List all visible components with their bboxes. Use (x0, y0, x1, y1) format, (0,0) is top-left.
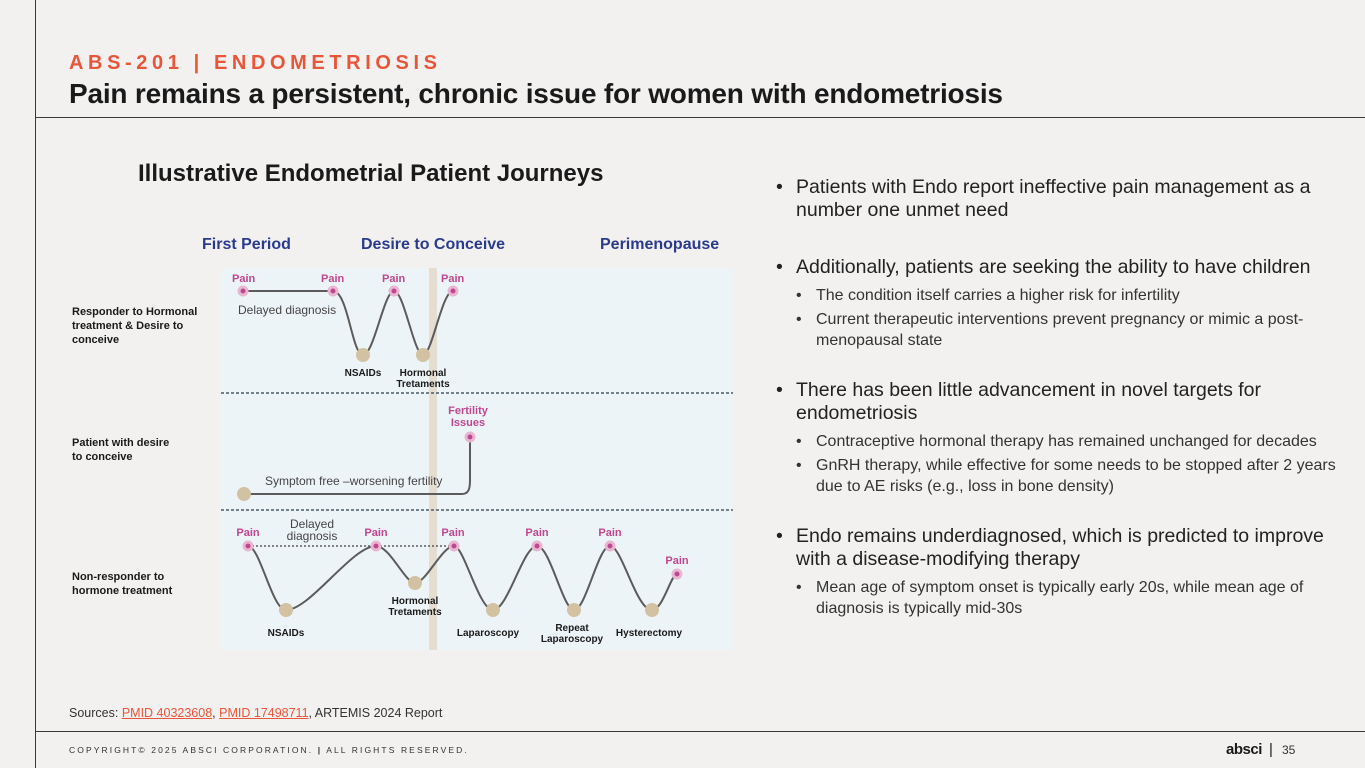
row1-pain-label-1: Pain (232, 273, 256, 285)
row3-treatment-label-hormonal-2: Tretaments (388, 607, 442, 618)
row1-pain-marker-3 (388, 285, 400, 297)
panel-right (437, 268, 733, 650)
row3-treatment-marker-hormonal (408, 576, 422, 590)
row3-treatment-label-hormonal-1: Hormonal (392, 596, 439, 607)
header-divider (35, 117, 1365, 118)
copyright-left: COPYRIGHT© 2025 ABSCI CORPORATION. (69, 745, 314, 755)
left-rule (35, 0, 36, 768)
bullet-children: Additionally, patients are seeking the a… (776, 256, 1351, 279)
page-title: Pain remains a persistent, chronic issue… (69, 78, 1003, 109)
sources-line: Sources: PMID 40323608, PMID 17498711, A… (69, 706, 442, 720)
row1-pain-marker-4 (447, 285, 459, 297)
row3-pain-label-3: Pain (441, 527, 465, 539)
footer-divider (35, 731, 1365, 732)
row3-treatment-label-repeat-2: Laparoscopy (541, 634, 604, 645)
row2-label-line1: Patient with desire (72, 437, 169, 449)
row2-path-label: Symptom free –worsening fertility (265, 474, 442, 488)
sub-bullet-gnrh: GnRH therapy, while effective for some n… (776, 455, 1351, 497)
row1-path-label: Delayed diagnosis (238, 303, 336, 317)
row2-journey-path (245, 437, 471, 495)
row3-pain-label-6: Pain (665, 555, 689, 567)
row3-treatment-label-hysterectomy: Hysterectomy (616, 628, 683, 639)
bullet-children-subs: The condition itself carries a higher ri… (776, 285, 1351, 351)
row1-label-line3: conceive (72, 334, 119, 346)
row3-pain-label-5: Pain (598, 527, 622, 539)
row1-pain-marker-2 (327, 285, 339, 297)
row1-pain-label-4: Pain (441, 273, 465, 285)
row3-pain-label-4: Pain (525, 527, 549, 539)
row3-label-line1: Non-responder to (72, 571, 165, 583)
copyright-notice: COPYRIGHT© 2025 ABSCI CORPORATION. | ALL… (69, 745, 469, 755)
sub-bullet-interventions: Current therapeutic interventions preven… (776, 309, 1351, 351)
row2-label-line2: to conceive (72, 451, 133, 463)
sources-prefix: Sources: (69, 706, 122, 720)
row1-treatment-label-nsaids: NSAIDs (345, 368, 382, 379)
row3-treatment-label-nsaids: NSAIDs (268, 628, 305, 639)
row1-treatment-label-hormonal-2: Tretaments (396, 379, 450, 390)
sources-suffix: , ARTEMIS 2024 Report (308, 706, 443, 720)
row2-start-marker (237, 487, 251, 501)
absci-logo: absci (1226, 741, 1262, 758)
row3-treatment-label-laparoscopy: Laparoscopy (457, 628, 520, 639)
row3-treatment-marker-hysterectomy (645, 603, 659, 617)
bullet-underdiagnosed-subs: Mean age of symptom onset is typically e… (776, 577, 1351, 619)
row2-event-label-1: Fertility (448, 405, 489, 417)
phase-perimenopause: Perimenopause (600, 236, 720, 253)
row3-pain-marker-4 (531, 540, 543, 552)
row3-pain-label-1: Pain (236, 527, 260, 539)
row3-pain-marker-6 (671, 568, 683, 580)
sub-bullet-age-onset: Mean age of symptom onset is typically e… (776, 577, 1351, 619)
row3-treatment-marker-laparoscopy (486, 603, 500, 617)
row1-label-line1: Responder to Hormonal (72, 306, 197, 318)
bullet-unmet-need: Patients with Endo report ineffective pa… (776, 176, 1351, 222)
row2-event-label-2: Issues (451, 417, 485, 429)
row3-treatment-marker-repeat-laparoscopy (567, 603, 581, 617)
phase-desire-to-conceive: Desire to Conceive (361, 236, 506, 253)
row1-treatment-label-hormonal-1: Hormonal (400, 368, 447, 379)
source-link-pmid-40323608[interactable]: PMID 40323608 (121, 706, 213, 720)
row3-pain-marker-3 (448, 540, 460, 552)
sources-separator: , (212, 706, 220, 720)
row2-fertility-marker (464, 431, 476, 443)
row3-label-line2: hormone treatment (72, 585, 173, 597)
row3-path-label-1: Delayed (290, 517, 334, 531)
panel-left (221, 268, 429, 650)
row3-pain-marker-1 (242, 540, 254, 552)
panel-gap (429, 268, 437, 650)
page-number: 35 (1282, 743, 1296, 757)
bullet-underdiagnosed: Endo remains underdiagnosed, which is pr… (776, 525, 1351, 571)
row1-pain-label-2: Pain (321, 273, 345, 285)
copyright-right: ALL RIGHTS RESERVED. (326, 745, 469, 755)
key-points: Patients with Endo report ineffective pa… (776, 176, 1351, 647)
row1-pain-label-3: Pain (382, 273, 406, 285)
footer-separator: | (1269, 741, 1273, 758)
sub-bullet-infertility-risk: The condition itself carries a higher ri… (776, 285, 1351, 306)
row1-treatment-marker-nsaids (356, 348, 370, 362)
source-link-pmid-17498711[interactable]: PMID 17498711 (219, 706, 309, 720)
bullet-novel-targets-subs: Contraceptive hormonal therapy has remai… (776, 431, 1351, 497)
patient-journey-diagram: Responder to Hormonal treatment & Desire… (72, 268, 733, 650)
row3-treatment-marker-nsaids (279, 603, 293, 617)
row1-pain-marker-1 (237, 285, 249, 297)
row1-label-line2: treatment & Desire to (72, 320, 184, 332)
bullet-novel-targets: There has been little advancement in nov… (776, 379, 1351, 425)
row3-pain-label-2: Pain (364, 527, 388, 539)
section-eyebrow: ABS-201 | ENDOMETRIOSIS (69, 52, 442, 74)
phase-first-period: First Period (202, 236, 291, 253)
sub-bullet-contraceptive: Contraceptive hormonal therapy has remai… (776, 431, 1351, 452)
row3-treatment-label-repeat-1: Repeat (555, 623, 589, 634)
diagram-title: Illustrative Endometrial Patient Journey… (138, 160, 604, 187)
row3-pain-marker-5 (604, 540, 616, 552)
copyright-separator: | (317, 745, 323, 755)
row3-pain-marker-2 (370, 540, 382, 552)
row1-treatment-marker-hormonal (416, 348, 430, 362)
row3-path-label-2: diagnosis (287, 529, 338, 543)
